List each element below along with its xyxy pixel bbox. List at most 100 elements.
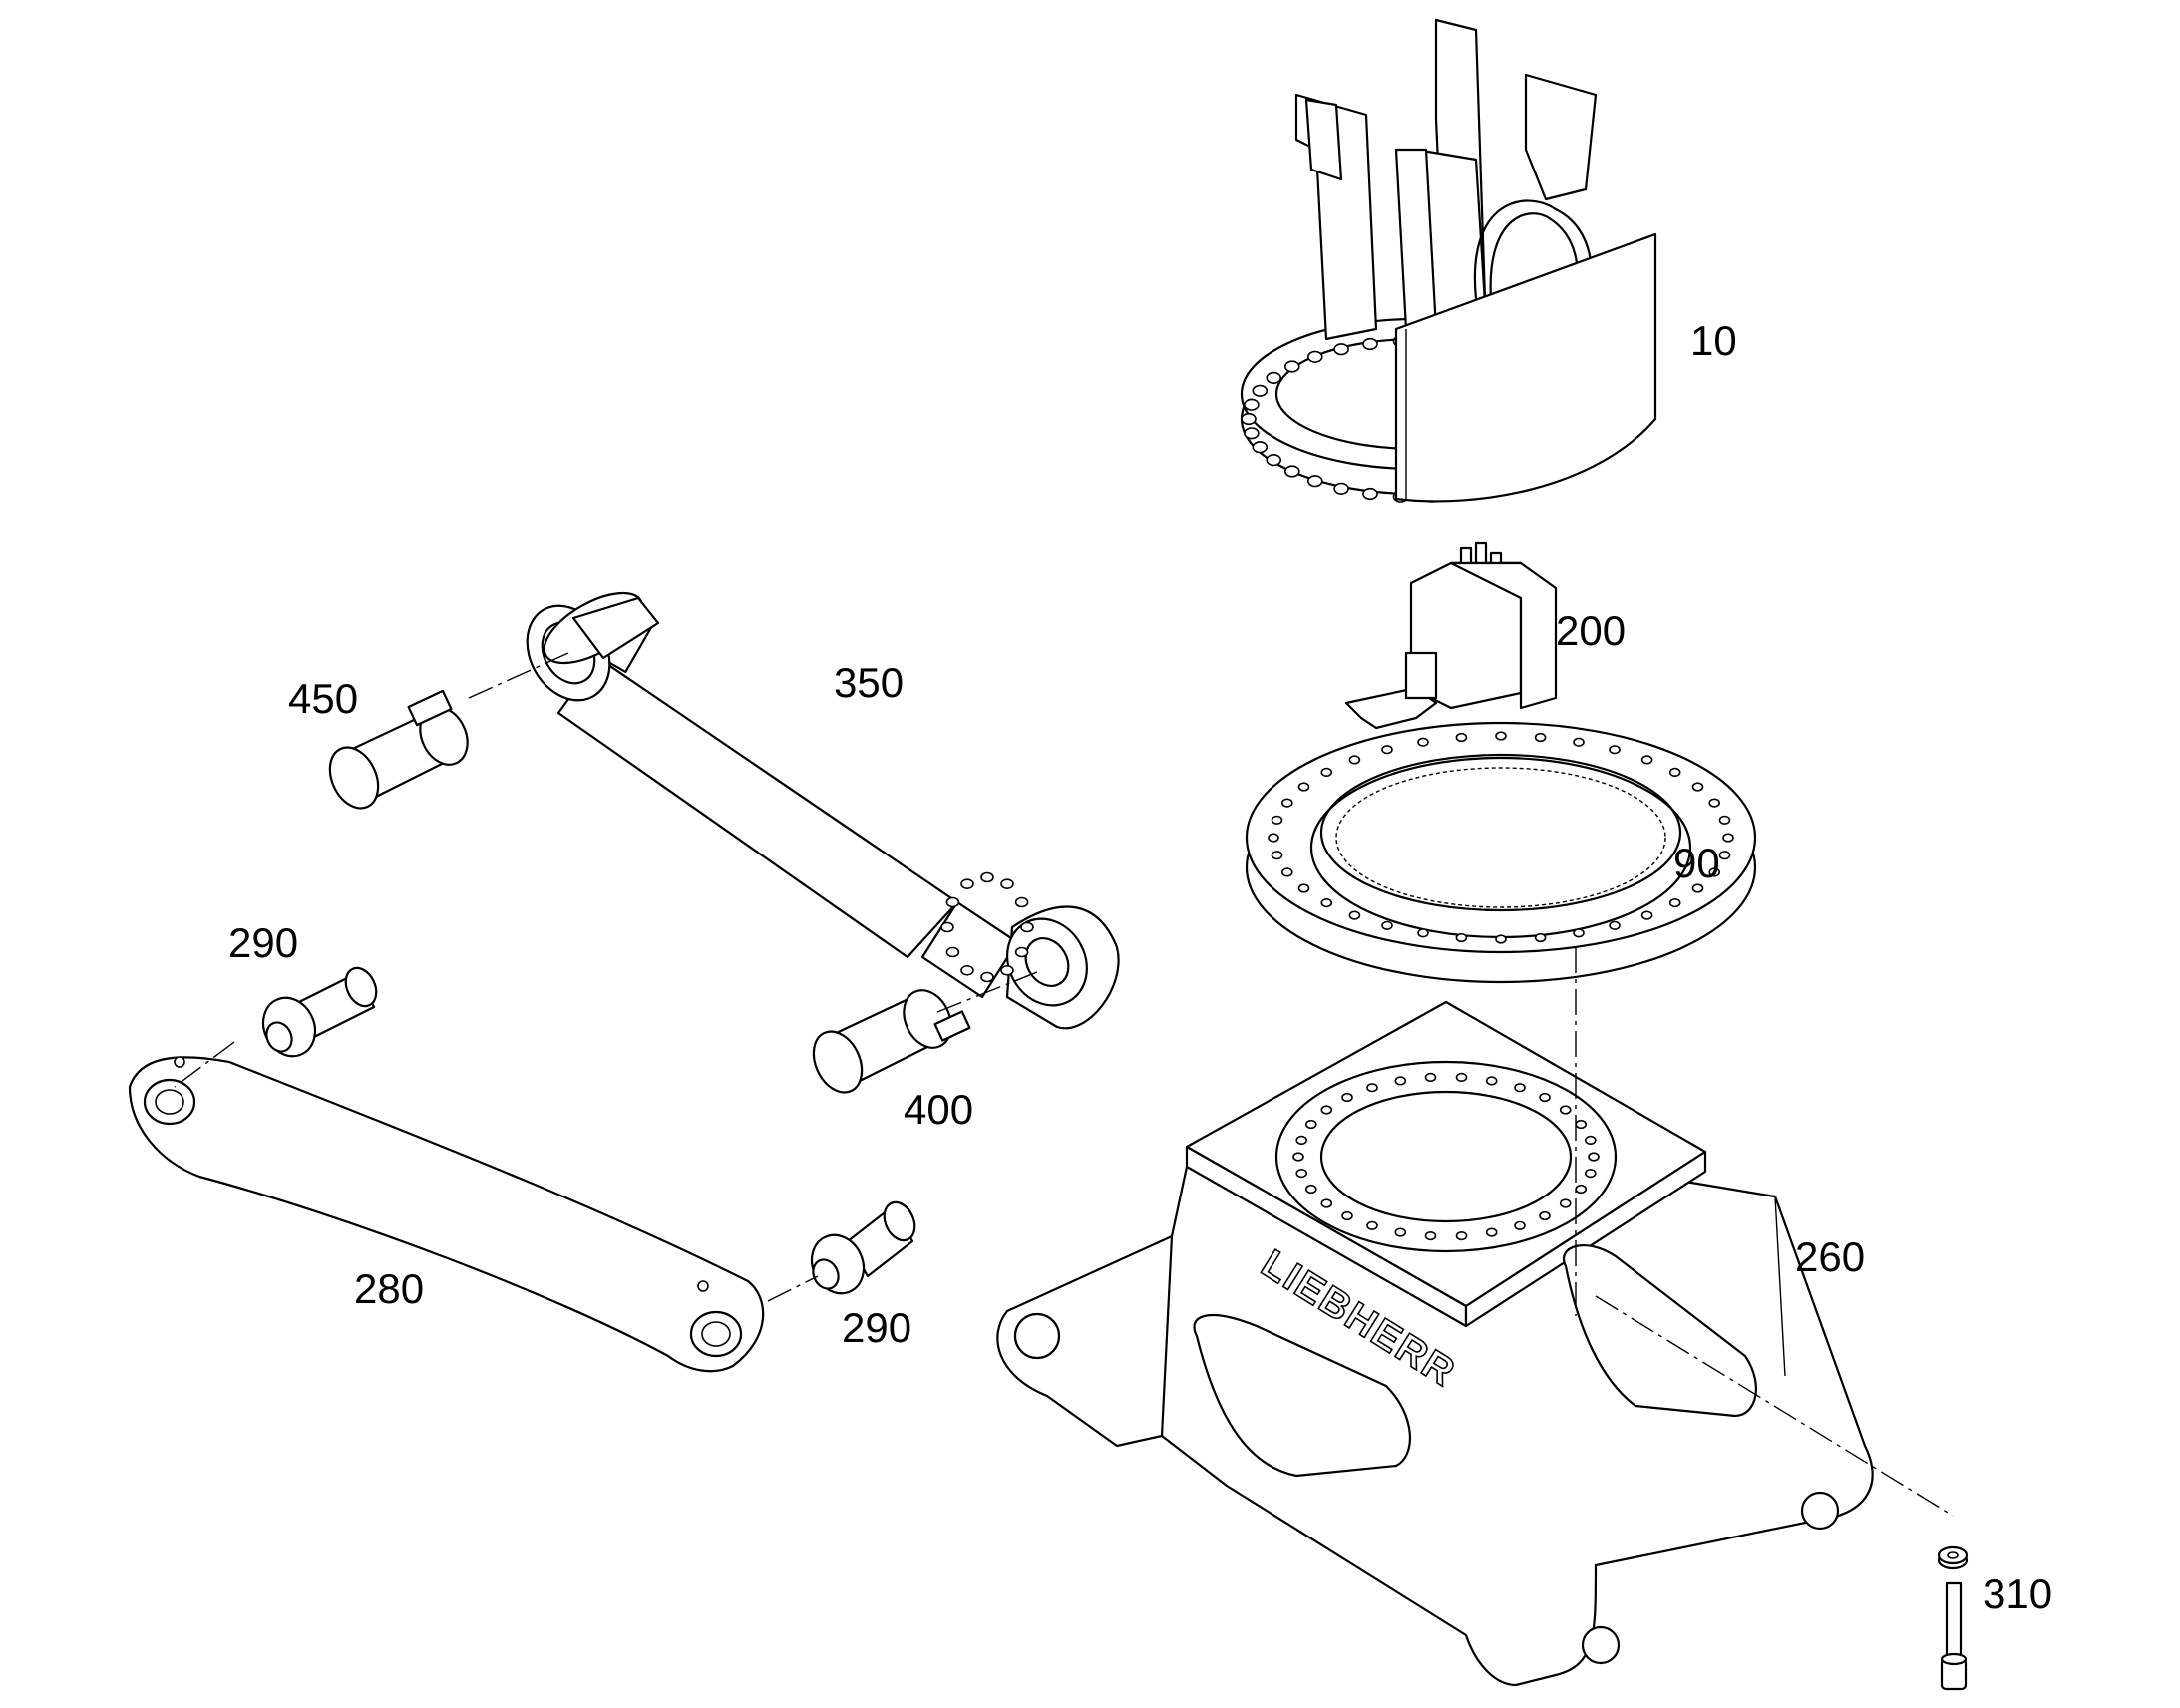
callout-10: 10 xyxy=(1690,317,1737,364)
cylinder-bolt xyxy=(980,871,994,883)
flange-bolt xyxy=(1266,454,1281,467)
ring-hole xyxy=(1691,883,1704,893)
cylinder-bolt xyxy=(1020,921,1034,933)
cylinder-bolt xyxy=(1000,964,1014,976)
callout-290-lower: 290 xyxy=(842,1304,912,1351)
base-hole xyxy=(1366,1220,1378,1230)
cylinder-flange-bolts xyxy=(940,871,1034,983)
part-350-cylinder xyxy=(526,591,1120,1030)
ring-hole xyxy=(1691,782,1704,792)
ring-hole xyxy=(1417,737,1429,747)
base-hole xyxy=(1424,1072,1437,1082)
ring-hole xyxy=(1495,731,1507,741)
part-400-pin xyxy=(812,989,971,1094)
ring-bolt-holes xyxy=(1268,731,1734,944)
callout-450: 450 xyxy=(288,675,359,722)
base-hole xyxy=(1341,1092,1353,1103)
part-90-slewing-ring xyxy=(1245,721,1757,984)
base-hole xyxy=(1559,1198,1572,1208)
base-hole xyxy=(1366,1083,1378,1093)
ring-hole xyxy=(1348,755,1361,765)
cylinder-bolt xyxy=(1000,878,1014,890)
cylinder-bolt xyxy=(940,921,954,933)
ring-hole xyxy=(1271,851,1283,860)
ring-hole xyxy=(1281,867,1293,877)
ring-hole xyxy=(1268,833,1279,843)
base-bolt-holes xyxy=(1292,1072,1600,1241)
flange-bolt xyxy=(1252,441,1269,454)
callout-90: 90 xyxy=(1673,840,1720,886)
base-hole xyxy=(1539,1210,1551,1221)
base-hole xyxy=(1585,1168,1597,1179)
callout-290-upper: 290 xyxy=(228,919,299,966)
ring-hole xyxy=(1281,798,1293,808)
cylinder-bolt xyxy=(1014,896,1029,908)
ring-hole xyxy=(1722,833,1734,843)
ring-hole xyxy=(1271,815,1283,825)
callout-400: 400 xyxy=(904,1086,974,1133)
flange-bolt xyxy=(1244,427,1260,440)
base-hole xyxy=(1585,1135,1597,1145)
base-hole xyxy=(1455,1230,1468,1241)
ring-hole xyxy=(1534,932,1547,943)
flange-bolt xyxy=(1244,398,1260,411)
flange-bolt xyxy=(1362,487,1378,501)
base-hole xyxy=(1575,1119,1587,1130)
part-450-pin xyxy=(328,689,469,810)
cylinder-bolt xyxy=(1014,946,1029,958)
base-hole xyxy=(1455,1072,1468,1082)
ring-hole xyxy=(1640,910,1653,920)
flange-bolt xyxy=(1362,337,1378,351)
base-hole xyxy=(1295,1168,1307,1179)
base-hole xyxy=(1514,1220,1526,1230)
assembly-axis-lines xyxy=(174,652,1954,1517)
ring-hole xyxy=(1609,920,1621,930)
base-hole xyxy=(1394,1227,1407,1237)
base-hole xyxy=(1559,1105,1572,1115)
part-310-bolt-washer xyxy=(1937,1545,1969,1691)
part-200-rotary-union xyxy=(1344,541,1558,730)
base-hole xyxy=(1305,1119,1317,1130)
ring-hole xyxy=(1320,767,1333,778)
base-hole xyxy=(1320,1105,1333,1115)
cylinder-bolt xyxy=(960,878,974,890)
flange-bolt xyxy=(1266,371,1281,385)
ring-hole xyxy=(1297,883,1310,893)
ring-hole xyxy=(1668,767,1681,778)
ring-hole xyxy=(1668,897,1681,908)
ring-hole xyxy=(1534,732,1547,743)
base-hole xyxy=(1485,1076,1498,1086)
flange-bolt xyxy=(1307,350,1323,363)
base-hole xyxy=(1341,1210,1353,1221)
ring-hole xyxy=(1708,798,1720,808)
base-hole xyxy=(1292,1152,1304,1162)
base-hole xyxy=(1394,1076,1407,1086)
cylinder-bolt xyxy=(945,946,960,958)
flange-bolt xyxy=(1241,412,1257,426)
part-280-link xyxy=(128,1056,765,1373)
base-hole xyxy=(1588,1152,1600,1162)
callout-260: 260 xyxy=(1795,1233,1866,1280)
part-290-pin-upper xyxy=(261,966,378,1058)
base-hole xyxy=(1485,1227,1498,1237)
cylinder-bolt xyxy=(960,964,974,976)
base-hole xyxy=(1305,1184,1317,1195)
flange-bolt xyxy=(1333,343,1349,356)
cylinder-bolt xyxy=(945,896,960,908)
part-290-pin-lower xyxy=(810,1200,916,1295)
base-hole xyxy=(1539,1092,1551,1103)
base-hole xyxy=(1320,1198,1333,1208)
ring-hole xyxy=(1573,737,1585,747)
ring-hole xyxy=(1573,928,1585,938)
ring-hole xyxy=(1381,920,1393,930)
base-hole xyxy=(1575,1184,1587,1195)
ring-hole xyxy=(1348,910,1361,920)
ring-hole xyxy=(1495,934,1507,944)
flange-bolt xyxy=(1307,475,1323,488)
ring-hole xyxy=(1609,745,1621,755)
callout-280: 280 xyxy=(354,1265,425,1312)
callout-350: 350 xyxy=(834,659,905,706)
flange-bolt xyxy=(1284,465,1300,478)
ring-hole xyxy=(1718,815,1731,825)
